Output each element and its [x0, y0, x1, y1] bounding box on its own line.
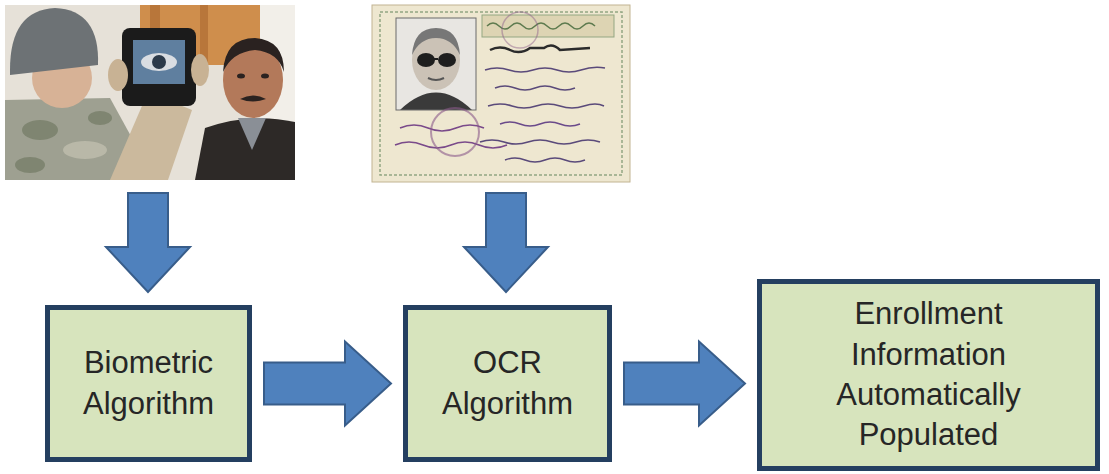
- block-arrow: [624, 342, 745, 426]
- biometric-photo: [5, 5, 295, 180]
- process-box: OCR Algorithm: [403, 305, 612, 462]
- process-box: Biometric Algorithm: [45, 305, 252, 462]
- down-arrow: [464, 193, 548, 292]
- block-arrow: [264, 342, 391, 426]
- process-box: Enrollment Information Automatically Pop…: [757, 279, 1100, 471]
- id-card-photo: [372, 5, 630, 182]
- box-label: Enrollment Information Automatically Pop…: [809, 294, 1049, 455]
- down-arrow: [106, 193, 190, 292]
- box-label: Biometric Algorithm: [61, 343, 236, 424]
- box-label: OCR Algorithm: [420, 343, 595, 424]
